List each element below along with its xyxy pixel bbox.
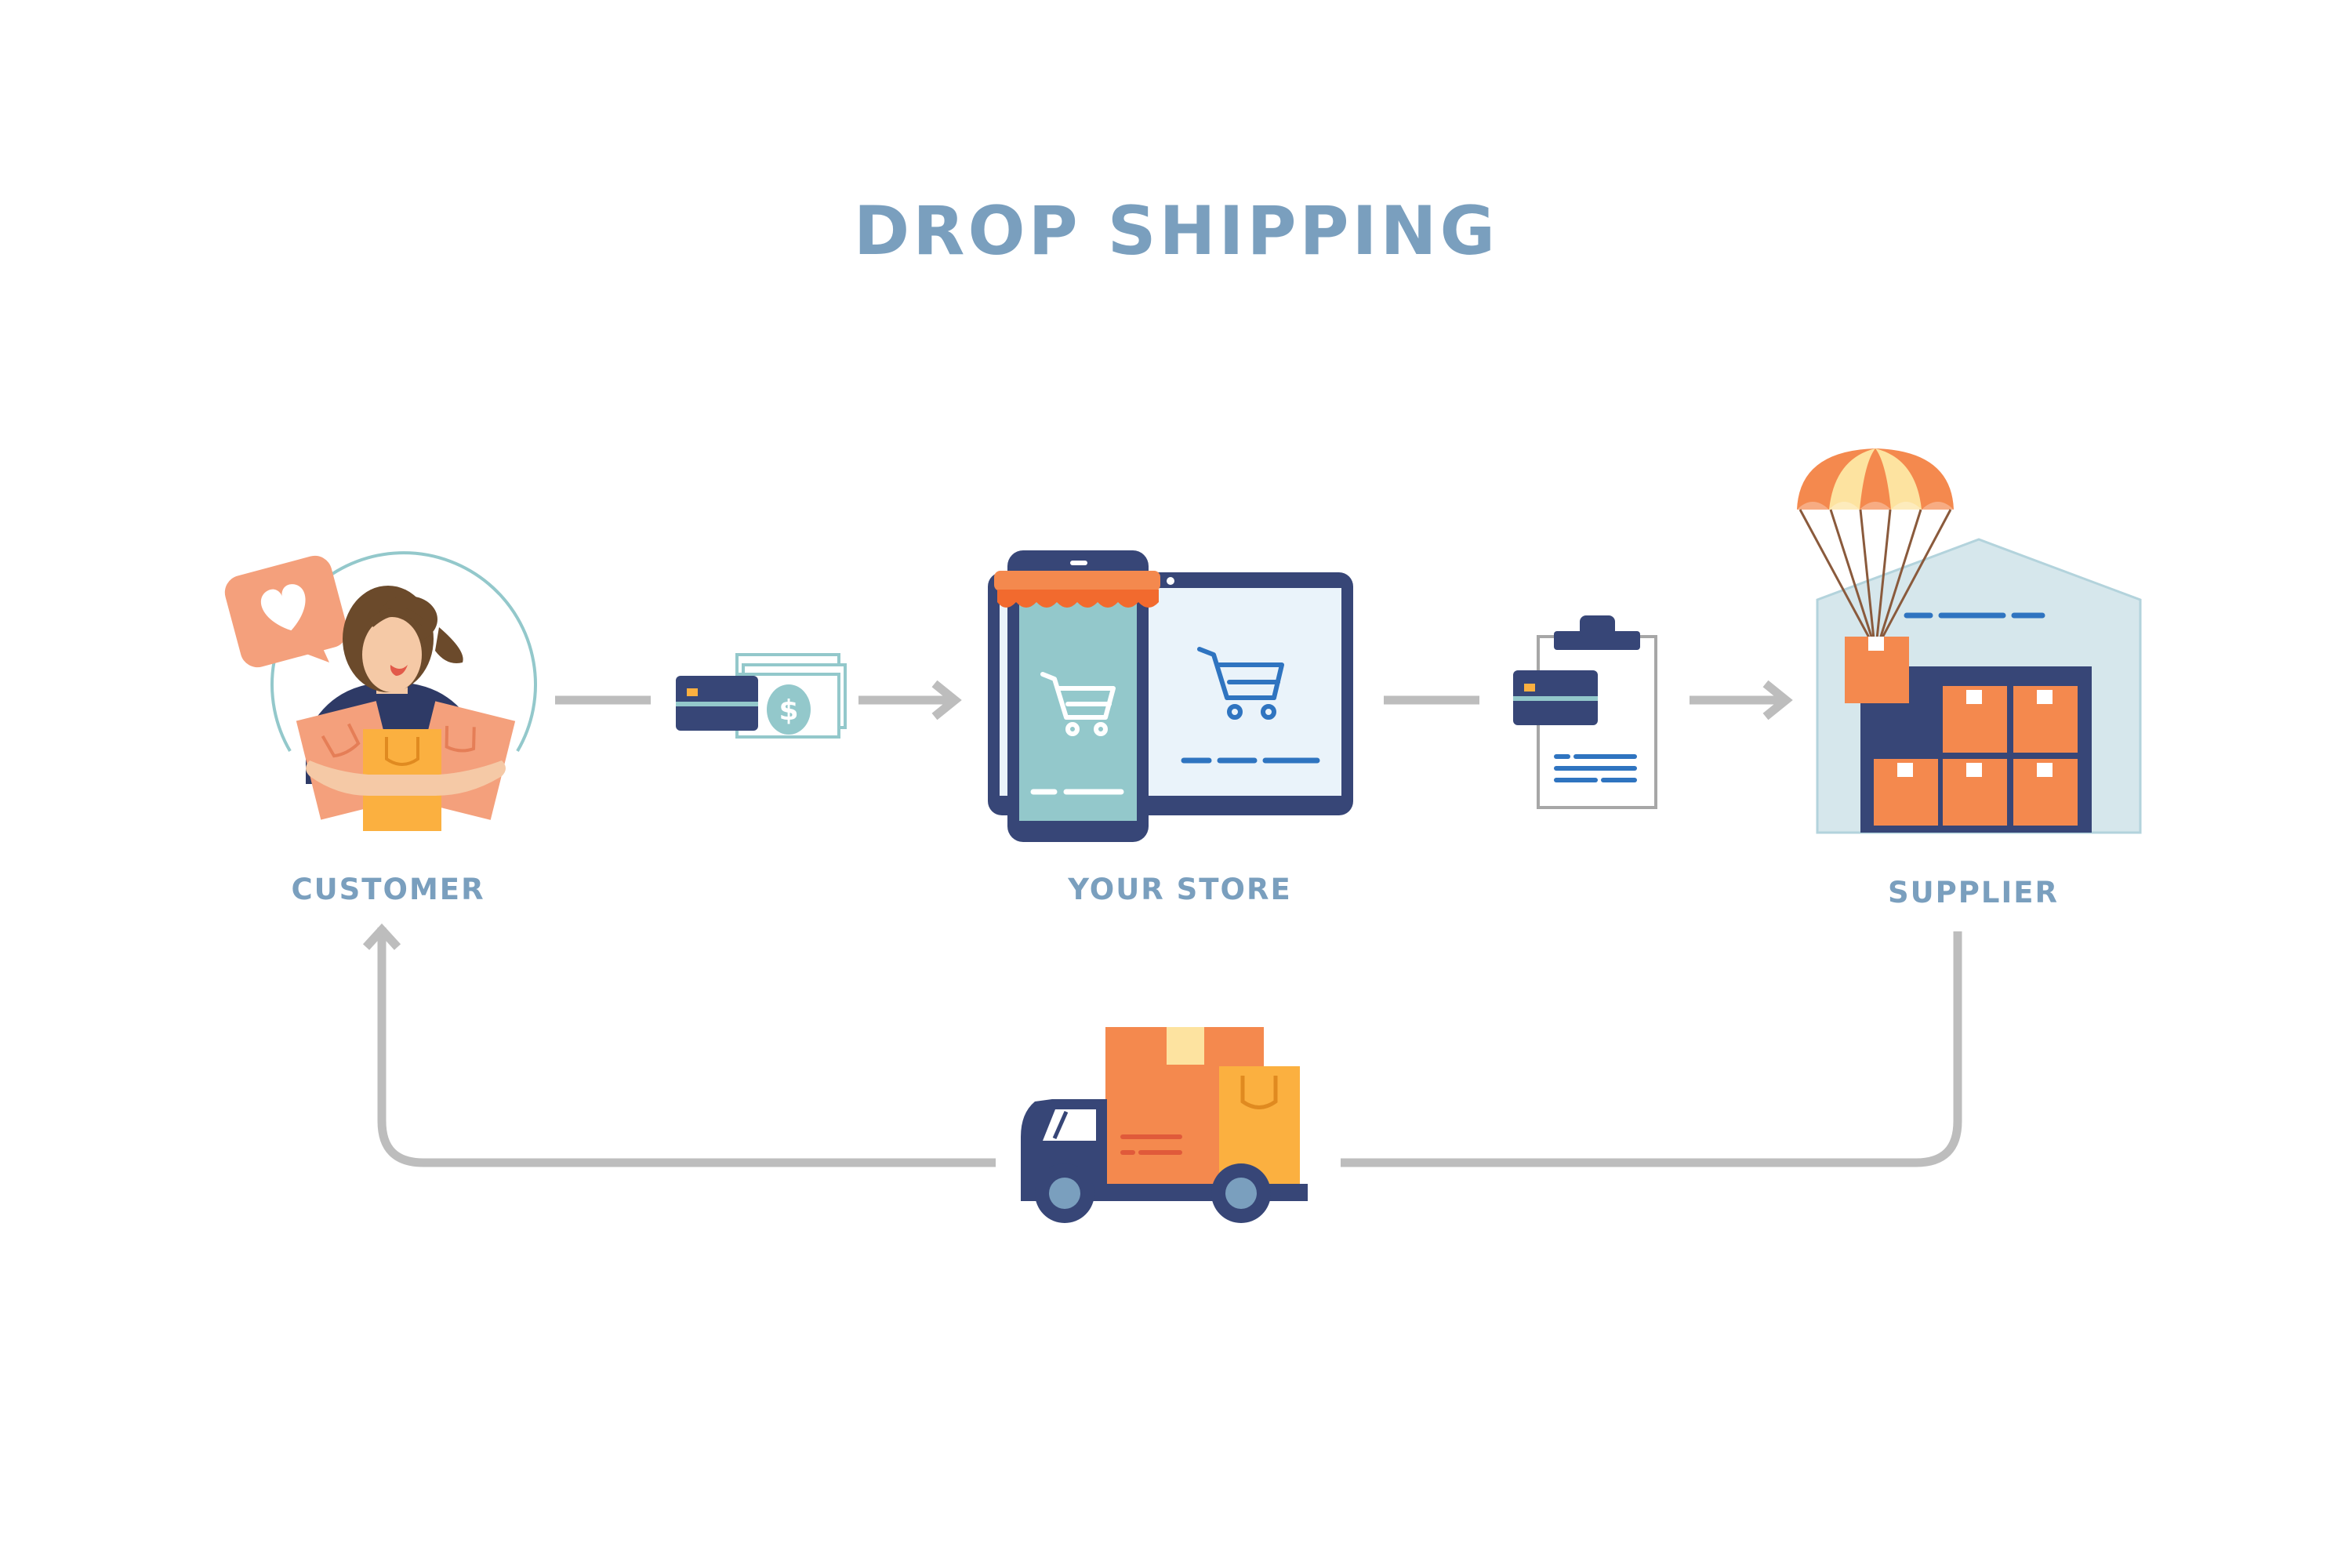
- customer-illustration: [224, 551, 537, 831]
- arrowhead-to-customer: [362, 923, 401, 950]
- order-clipboard-icon: [1513, 615, 1657, 809]
- diagram-title: DROP SHIPPING: [853, 192, 1499, 270]
- delivery-truck-icon: [1021, 1027, 1308, 1223]
- flow-connectors: [362, 680, 1962, 1167]
- return-path-truck-customer: [377, 927, 996, 1167]
- customer-label: CUSTOMER: [291, 873, 485, 906]
- phone-device: [994, 550, 1160, 842]
- payment-icon: $: [676, 653, 847, 739]
- store-illustration: [988, 550, 1353, 842]
- shopping-cart-icon: [1197, 647, 1284, 720]
- store-label: YOUR STORE: [1068, 873, 1292, 906]
- supplier-illustration: [1797, 448, 2142, 834]
- arrowhead-order-supplier: [1762, 680, 1793, 720]
- customer-arms: [306, 760, 506, 796]
- shopping-cart-icon: [1040, 672, 1116, 736]
- return-path-supplier-truck: [1341, 931, 1962, 1167]
- storefront-awning: [994, 571, 1160, 608]
- customer-circle: [270, 551, 537, 753]
- arrowhead-payment-store: [931, 680, 962, 720]
- parachute-icon: [1797, 448, 1954, 703]
- supplier-label: SUPPLIER: [1887, 876, 2060, 909]
- svg-text:$: $: [779, 695, 798, 727]
- heart-bubble-icon: [224, 555, 348, 668]
